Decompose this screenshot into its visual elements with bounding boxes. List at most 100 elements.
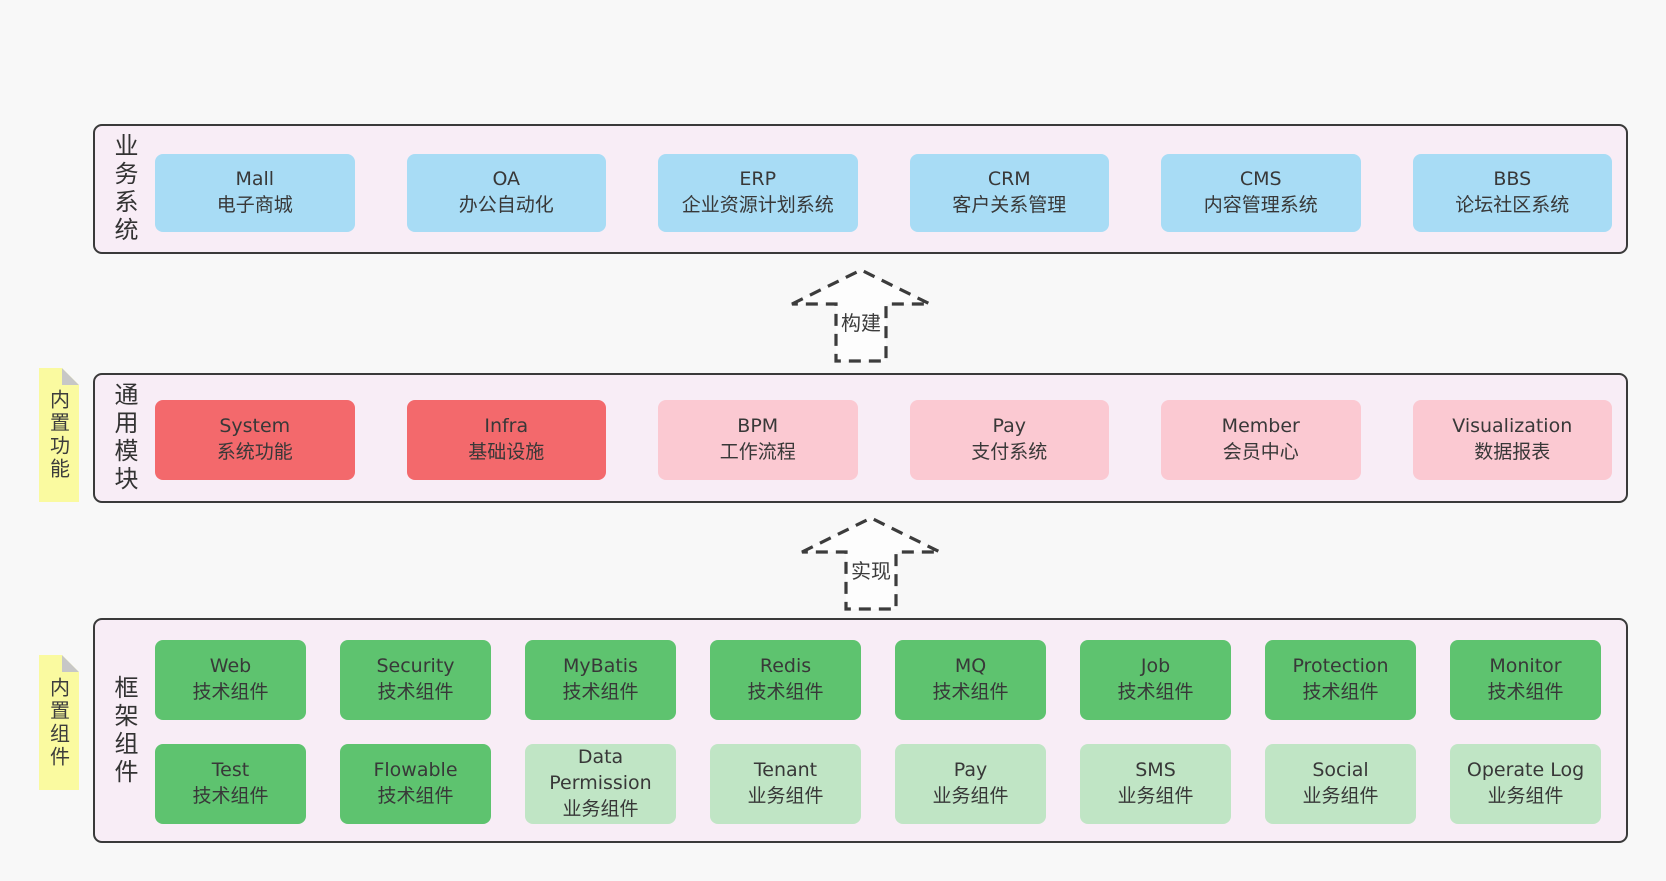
layer-framework-components: 框架组件 Web 技术组件 Security 技术组件 MyBatis 技术组件…	[93, 618, 1628, 843]
box-security: Security 技术组件	[340, 640, 491, 720]
box-name: Infra	[484, 415, 529, 438]
box-name: Security	[376, 655, 455, 678]
box-name: Operate Log	[1466, 759, 1585, 782]
box-data-permission: Data Permission 业务组件	[525, 744, 676, 824]
box-name: Web	[209, 655, 252, 678]
box-infra: Infra 基础设施	[406, 400, 606, 480]
box-social: Social 业务组件	[1265, 744, 1416, 824]
build-arrow-label: 构建	[841, 311, 881, 335]
up-arrow-icon: 构建	[791, 268, 931, 363]
box-desc: 内容管理系统	[1203, 194, 1318, 216]
box-name: BBS	[1493, 168, 1532, 191]
box-desc: 系统功能	[216, 441, 293, 463]
box-mybatis: MyBatis 技术组件	[525, 640, 676, 720]
box-name: SMS	[1135, 759, 1176, 782]
box-desc: 技术组件	[377, 681, 454, 703]
box-desc: 技术组件	[932, 681, 1009, 703]
box-desc: 技术组件	[562, 681, 639, 703]
note-text: 内置组件	[46, 676, 71, 769]
box-desc: 论坛社区系统	[1455, 194, 1570, 216]
box-flowable: Flowable 技术组件	[340, 744, 491, 824]
up-arrow-icon: 实现	[801, 516, 941, 611]
implement-arrow-label: 实现	[851, 559, 891, 583]
box-oa: OA 办公自动化	[406, 154, 606, 232]
box-monitor: Monitor 技术组件	[1450, 640, 1601, 720]
box-desc: 技术组件	[192, 681, 269, 703]
build-arrow: 构建	[790, 268, 932, 364]
box-sms: SMS 业务组件	[1080, 744, 1231, 824]
box-name: OA	[492, 168, 521, 191]
box-desc: 业务组件	[1302, 785, 1379, 807]
box-desc: 企业资源计划系统	[681, 194, 834, 216]
box-job: Job 技术组件	[1080, 640, 1231, 720]
box-name: Mall	[235, 168, 275, 191]
box-desc: 技术组件	[377, 785, 454, 807]
box-name: Job	[1140, 655, 1171, 678]
box-tenant: Tenant 业务组件	[710, 744, 861, 824]
box-desc: 支付系统	[971, 441, 1048, 463]
box-name: Member	[1221, 415, 1300, 438]
box-desc: 业务组件	[747, 785, 824, 807]
box-desc: 技术组件	[1487, 681, 1564, 703]
box-visualization: Visualization 数据报表	[1412, 400, 1612, 480]
box-desc: 数据报表	[1474, 441, 1551, 463]
box-desc: 电子商城	[216, 194, 293, 216]
box-name: CMS	[1239, 168, 1282, 191]
box-operate-log: Operate Log 业务组件	[1450, 744, 1601, 824]
box-desc: 业务组件	[1487, 785, 1564, 807]
box-desc: 基础设施	[468, 441, 545, 463]
box-desc: 会员中心	[1222, 441, 1299, 463]
box-name: MyBatis	[563, 655, 638, 678]
layer-common-modules: 通用模块 System 系统功能 Infra 基础设施 BPM 工作流程 Pay…	[93, 373, 1628, 503]
layer-label-common-modules: 通用模块	[110, 382, 138, 494]
box-bpm: BPM 工作流程	[658, 400, 858, 480]
common-modules-row: System 系统功能 Infra 基础设施 BPM 工作流程 Pay 支付系统…	[155, 400, 1612, 480]
box-desc: 技术组件	[1302, 681, 1379, 703]
box-crm: CRM 客户关系管理	[909, 154, 1109, 232]
box-name: Tenant	[753, 759, 818, 782]
box-desc: 客户关系管理	[952, 194, 1067, 216]
box-name: CRM	[987, 168, 1031, 191]
folded-corner-icon	[62, 655, 79, 672]
box-name: Test	[211, 759, 250, 782]
framework-components-row-1: Web 技术组件 Security 技术组件 MyBatis 技术组件 Redi…	[155, 640, 1612, 720]
box-redis: Redis 技术组件	[710, 640, 861, 720]
layer-label-business-systems: 业务系统	[110, 133, 138, 245]
box-name: Protection	[1292, 655, 1389, 678]
box-name: Pay	[992, 415, 1027, 438]
framework-components-row-2: Test 技术组件 Flowable 技术组件 Data Permission …	[155, 744, 1612, 824]
box-name: Flowable	[373, 759, 458, 782]
box-desc: 技术组件	[192, 785, 269, 807]
layer-business-systems: 业务系统 Mall 电子商城 OA 办公自动化 ERP 企业资源计划系统 CRM…	[93, 124, 1628, 254]
box-pay-component: Pay 业务组件	[895, 744, 1046, 824]
box-name: Monitor	[1489, 655, 1562, 678]
box-protection: Protection 技术组件	[1265, 640, 1416, 720]
business-systems-row: Mall 电子商城 OA 办公自动化 ERP 企业资源计划系统 CRM 客户关系…	[155, 154, 1612, 232]
box-cms: CMS 内容管理系统	[1161, 154, 1361, 232]
note-built-in-components: 内置组件	[39, 655, 79, 790]
box-pay-module: Pay 支付系统	[909, 400, 1109, 480]
box-name: Social	[1312, 759, 1369, 782]
folded-corner-icon	[62, 368, 79, 385]
note-built-in-features: 内置功能	[39, 368, 79, 502]
box-name: ERP	[739, 168, 777, 191]
box-member: Member 会员中心	[1161, 400, 1361, 480]
implement-arrow: 实现	[800, 516, 942, 612]
box-desc: 技术组件	[1117, 681, 1194, 703]
box-mq: MQ 技术组件	[895, 640, 1046, 720]
note-text: 内置功能	[46, 389, 71, 481]
layer-label-framework-components: 框架组件	[110, 674, 138, 787]
box-name: Pay	[953, 759, 988, 782]
box-desc: 业务组件	[562, 797, 639, 820]
box-mall: Mall 电子商城	[155, 154, 355, 232]
box-bbs: BBS 论坛社区系统	[1412, 154, 1612, 232]
box-name: Data Permission	[549, 746, 652, 795]
box-desc: 工作流程	[719, 441, 796, 463]
box-erp: ERP 企业资源计划系统	[658, 154, 858, 232]
box-test: Test 技术组件	[155, 744, 306, 824]
box-system: System 系统功能	[155, 400, 355, 480]
box-name: System	[219, 415, 291, 438]
box-desc: 技术组件	[747, 681, 824, 703]
box-name: BPM	[737, 415, 779, 438]
box-desc: 业务组件	[932, 785, 1009, 807]
